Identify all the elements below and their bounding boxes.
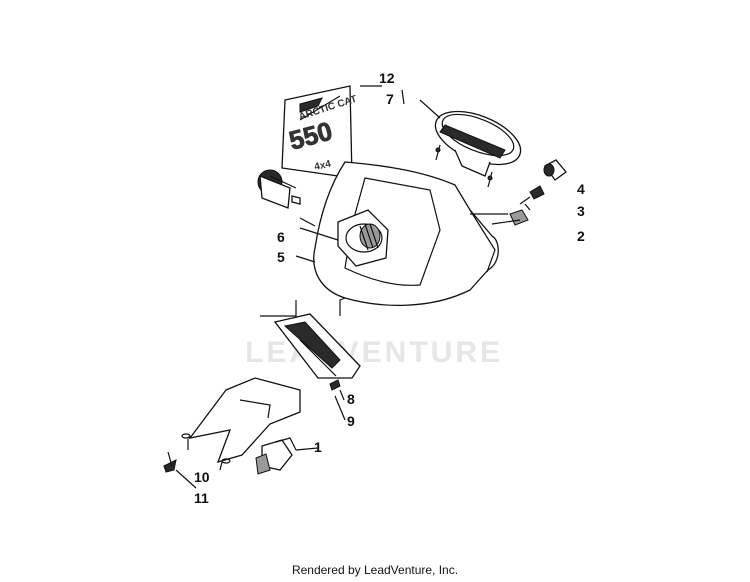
callout-7: 7 (386, 91, 394, 107)
toggle-switch-part[interactable] (255, 437, 297, 475)
callout-1: 1 (314, 439, 322, 455)
callouts: 12 7 4 3 2 6 5 8 9 1 10 11 (194, 70, 585, 506)
decal-drive: 4x4 (313, 159, 332, 173)
light-socket-part[interactable] (257, 169, 301, 209)
callout-10: 10 (194, 469, 210, 485)
speedometer-part[interactable] (428, 101, 528, 188)
callout-6: 6 (277, 229, 285, 245)
nut-part[interactable] (509, 209, 529, 226)
switch-cap-part[interactable] (543, 159, 567, 181)
callout-8: 8 (347, 391, 355, 407)
watermark-text: LEADVENTURE (245, 336, 503, 369)
bracket-part[interactable] (181, 377, 301, 464)
switch-panel-part[interactable] (273, 313, 361, 379)
decal-part[interactable]: ARCTIC CAT 550 4x4 (281, 85, 358, 179)
callout-2: 2 (577, 228, 585, 244)
callout-5: 5 (277, 249, 285, 265)
callout-11: 11 (194, 490, 209, 506)
callout-3: 3 (577, 203, 585, 219)
watermark: LEADVENTURE (245, 260, 503, 369)
leader-lines (175, 85, 531, 489)
indicator-socket-part[interactable] (337, 209, 389, 267)
callout-12: 12 (379, 70, 395, 86)
callout-9: 9 (347, 413, 355, 429)
push-rivet-part[interactable] (163, 451, 177, 473)
footer-credit: Rendered by LeadVenture, Inc. (291, 563, 459, 577)
ignition-key-part[interactable] (519, 185, 545, 205)
dash-pod-part[interactable] (313, 161, 499, 306)
callout-4: 4 (577, 181, 585, 197)
screw-part[interactable] (329, 379, 341, 391)
